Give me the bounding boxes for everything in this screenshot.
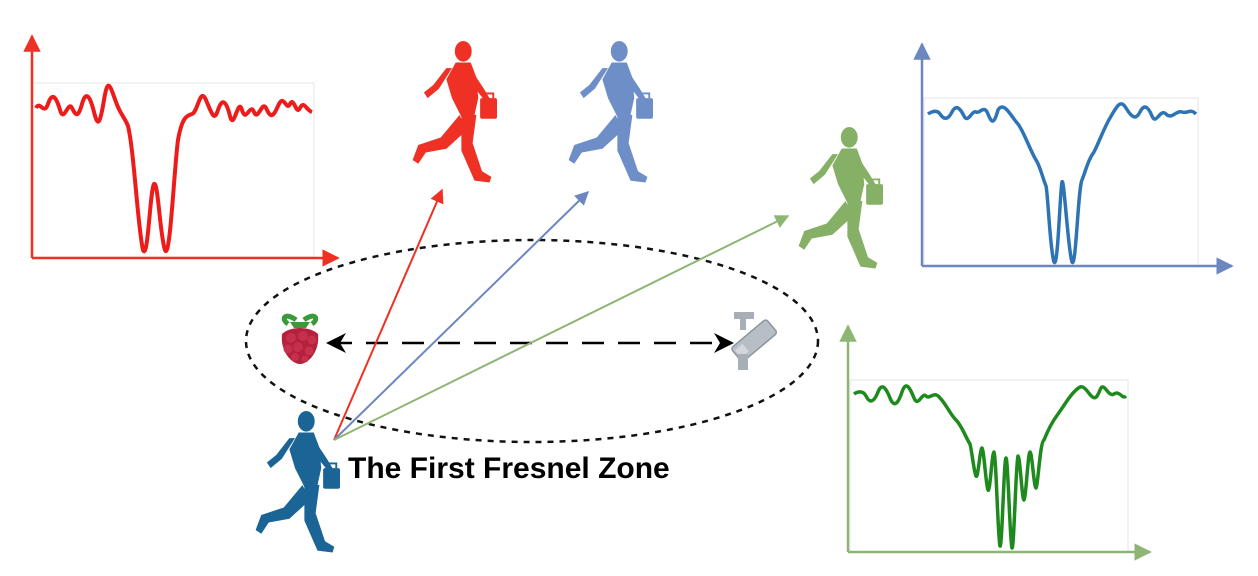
green-reflection-arrow bbox=[333, 215, 790, 441]
green-signal-waveform bbox=[852, 384, 1128, 550]
blue-reflection-arrow bbox=[333, 191, 590, 441]
fresnel-zone-ellipse bbox=[244, 238, 820, 444]
raspberry-pi-icon bbox=[281, 313, 319, 364]
wifi-camera-icon bbox=[731, 312, 778, 370]
red-signal-waveform bbox=[34, 83, 313, 254]
green-signal-chart bbox=[839, 324, 1152, 561]
red-walker-icon bbox=[411, 40, 499, 184]
blue-signal-chart bbox=[913, 42, 1234, 275]
fresnel-zone-label: The First Fresnel Zone bbox=[348, 452, 670, 485]
blue-signal-waveform bbox=[926, 102, 1198, 264]
red-signal-chart bbox=[23, 34, 340, 267]
green-walker-icon bbox=[797, 126, 885, 270]
dark-walker-icon bbox=[254, 410, 342, 554]
red-reflection-arrow bbox=[333, 188, 444, 441]
blue-walker-icon bbox=[567, 40, 655, 184]
